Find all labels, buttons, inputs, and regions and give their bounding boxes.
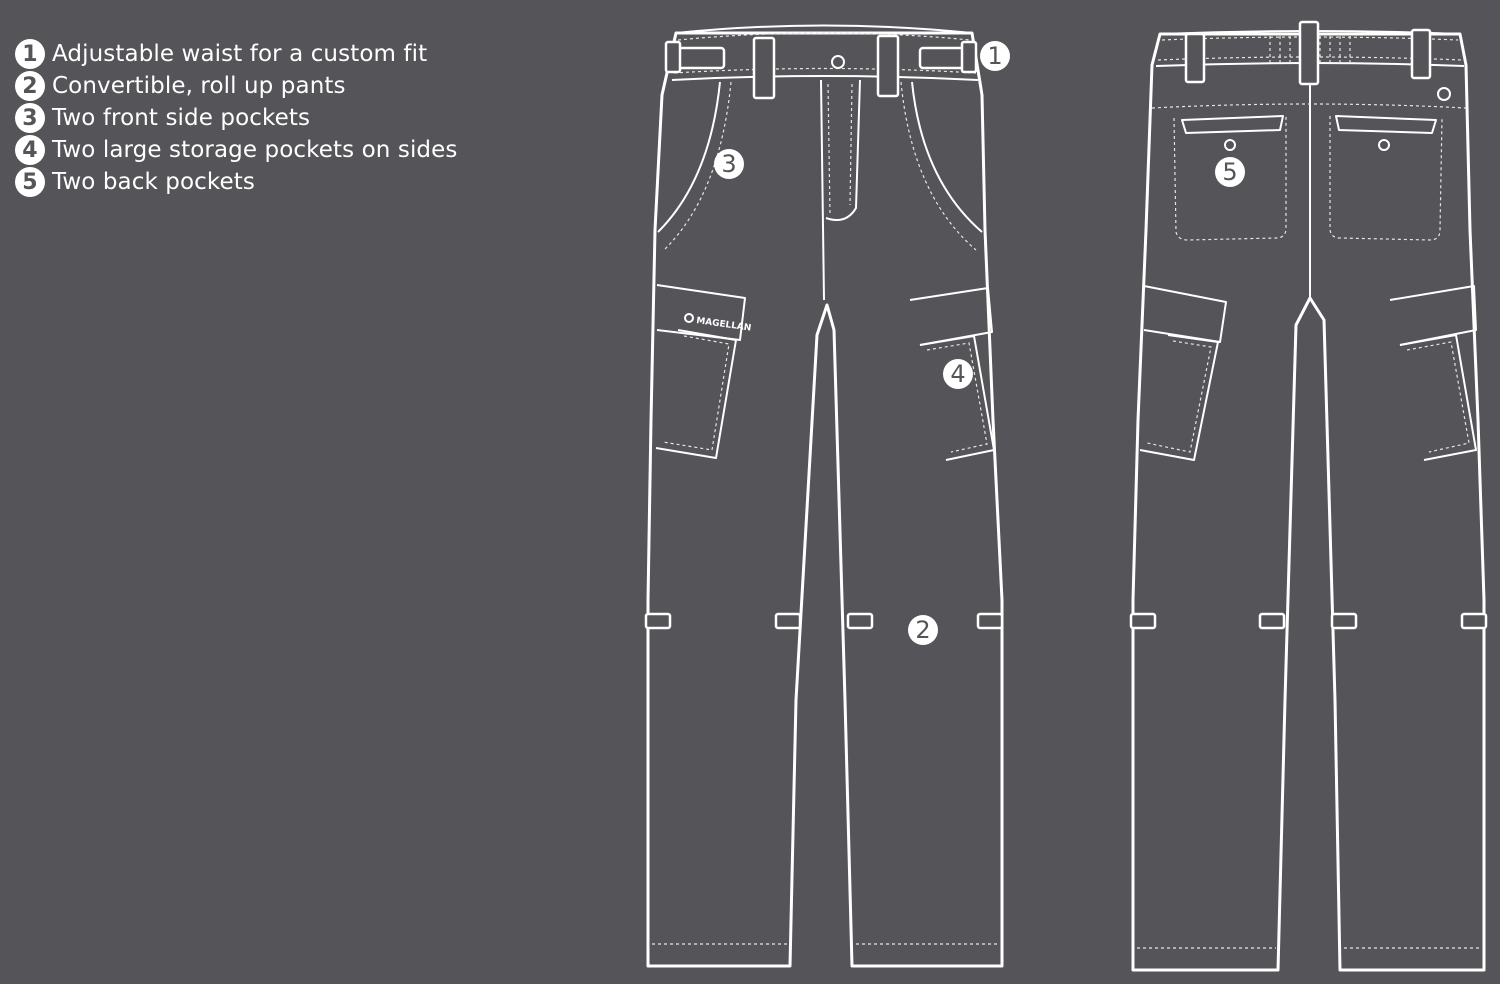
legend-text-1: Adjustable waist for a custom fit [52,41,428,67]
back-storage-pocket-right [1389,285,1477,461]
front-belt-loop [960,40,978,74]
front-waistband-top [675,24,973,34]
back-logo-icon [1437,87,1451,101]
feature-legend: 1 Adjustable waist for a custom fit 2 Co… [15,38,457,198]
front-waistband-bottom [671,75,979,81]
back-elastic-waist [1269,36,1351,64]
legend-item-3: 3 Two front side pockets [15,102,457,134]
back-pocket-left [1173,115,1287,241]
zip-tab [1460,612,1488,630]
legend-number-3: 3 [15,103,45,133]
back-outline [1131,32,1486,972]
callout-badge-1: 1 [980,41,1010,71]
svg-text:3: 3 [721,150,736,178]
pants-back-view [1129,20,1488,972]
front-fly [820,79,861,301]
callout-badge-5: 5 [1215,157,1245,187]
front-belt-loop [752,36,776,100]
front-waist-adjuster-left [676,46,726,70]
front-belt-loop [876,34,900,98]
legend-text-2: Convertible, roll up pants [52,73,346,99]
zip-tab [1330,612,1358,630]
front-button [831,55,845,69]
front-belt-loop [664,40,682,74]
legend-text-5: Two back pockets [52,169,255,195]
front-storage-pocket-right [909,287,995,461]
callout-badge-2: 2 [908,615,938,645]
callout-badge-4: 4 [943,359,973,389]
back-storage-pocket-left [1139,285,1227,461]
legend-item-2: 2 Convertible, roll up pants [15,70,457,102]
legend-number-1: 1 [15,39,45,69]
legend-item-4: 4 Two large storage pockets on sides [15,134,457,166]
legend-text-4: Two large storage pockets on sides [52,137,458,163]
front-pocket-right [911,81,983,233]
pants-front-view: MAGELLAN [644,24,1004,968]
legend-item-5: 5 Two back pockets [15,166,457,198]
zip-tab [1129,612,1157,630]
legend-number-4: 4 [15,135,45,165]
back-pocket-right [1329,115,1443,241]
back-belt-loop [1298,20,1320,86]
back-belt-loop [1184,32,1206,84]
front-pocket-left [657,81,721,233]
zip-tab [1258,612,1286,630]
front-storage-pocket-left: MAGELLAN [655,284,752,459]
legend-text-3: Two front side pockets [52,105,311,131]
back-yoke [1151,103,1467,109]
svg-text:2: 2 [915,616,930,644]
zip-tab [976,612,1004,630]
svg-text:1: 1 [987,42,1002,70]
svg-text:4: 4 [950,360,965,388]
svg-text:5: 5 [1222,158,1237,186]
legend-number-5: 5 [15,167,45,197]
zip-tab [644,612,672,630]
front-outline [646,31,1004,968]
legend-item-1: 1 Adjustable waist for a custom fit [15,38,457,70]
zip-tab [846,612,874,630]
zip-tab [774,612,802,630]
back-belt-loop [1410,28,1432,80]
brand-logo-icon [684,313,694,323]
legend-number-2: 2 [15,71,45,101]
callout-badge-3: 3 [714,149,744,179]
